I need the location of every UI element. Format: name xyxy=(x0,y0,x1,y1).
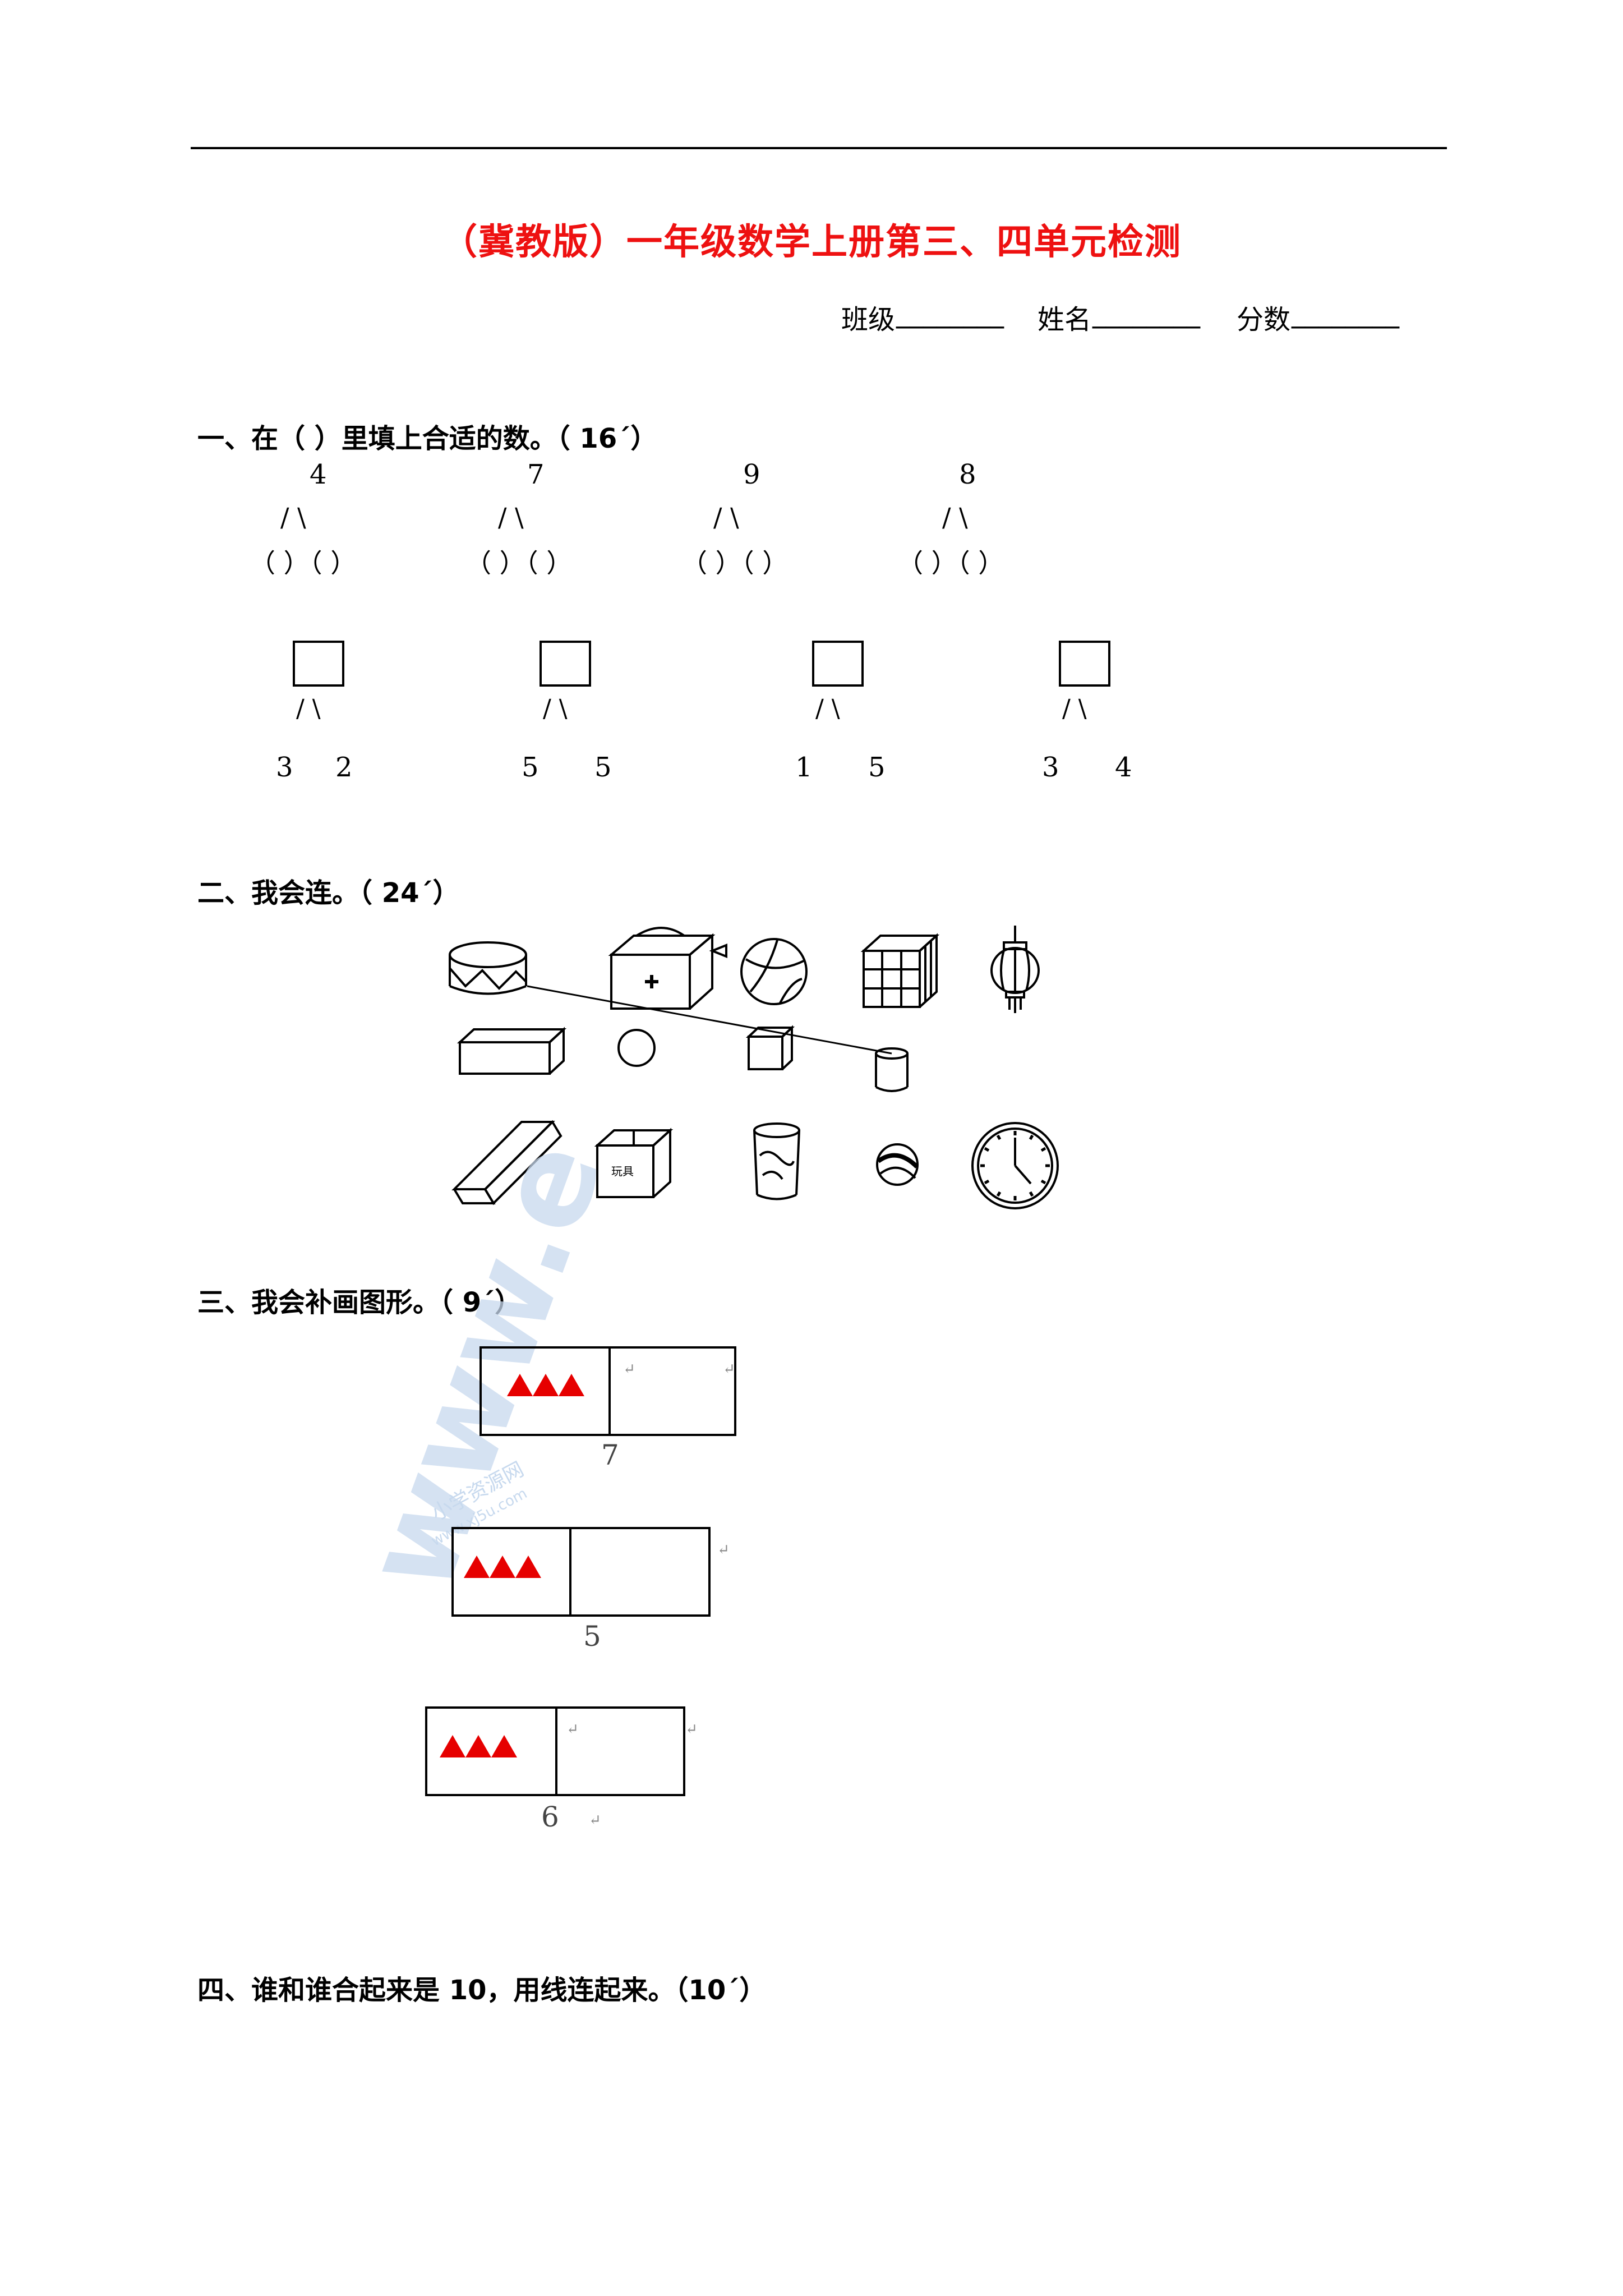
return-mark: ↵ xyxy=(723,1361,735,1378)
matching-picture: 玩具 xyxy=(449,926,1059,1209)
compose-branch-3: / \ xyxy=(815,694,840,723)
section4-heading: 四、谁和谁合起来是 10，用线连起来。（10´） xyxy=(197,1975,767,2006)
compose-answer-box-1[interactable] xyxy=(293,641,344,687)
return-mark: ↵ xyxy=(589,1812,601,1829)
compose-part-4b: 4 xyxy=(1115,752,1132,783)
compose-branch-1: / \ xyxy=(296,694,321,723)
total-label-2: 5 xyxy=(583,1620,601,1653)
draw-box-2[interactable]: ↵ xyxy=(451,1527,730,1617)
decompose-top-4: 8 xyxy=(959,459,976,490)
branch-4: / \ xyxy=(942,502,968,532)
lantern-icon xyxy=(990,926,1040,1013)
compose-answer-box-2[interactable] xyxy=(540,641,591,687)
decompose-top-1: 4 xyxy=(310,459,327,490)
name-label: 姓名 xyxy=(1038,304,1092,335)
draw-box-3[interactable]: ↵ ↵ xyxy=(425,1706,698,1796)
answer-paren-pair-4[interactable]: （ ）（ ） xyxy=(897,548,1004,578)
cylinder-shape-icon xyxy=(875,1047,909,1092)
eraser-icon xyxy=(451,1120,562,1205)
draw-box-1-divider xyxy=(608,1349,611,1434)
triangle-group-3 xyxy=(440,1735,517,1757)
draw-box-3-divider xyxy=(555,1709,557,1794)
return-mark: ↵ xyxy=(717,1542,730,1558)
answer-paren-pair-3[interactable]: （ ）（ ） xyxy=(681,548,789,578)
branch-1: / \ xyxy=(280,502,306,532)
compose-part-4a: 3 xyxy=(1042,752,1059,783)
compose-part-3b: 5 xyxy=(868,752,886,783)
draw-box-1[interactable]: ↵ ↵ xyxy=(479,1346,736,1436)
score-blank: ________ xyxy=(1292,297,1399,329)
sphere-shape-icon xyxy=(617,1029,656,1067)
toy-box-icon xyxy=(594,1128,674,1198)
compose-answer-box-3[interactable] xyxy=(812,641,864,687)
clock-icon xyxy=(971,1122,1059,1209)
branch-3: / \ xyxy=(713,502,739,532)
section1-heading: 一、在（ ）里填上合适的数。（ 16´） xyxy=(197,423,658,454)
return-mark: ↵ xyxy=(566,1721,579,1738)
answer-paren-pair-1[interactable]: （ ）（ ） xyxy=(250,548,357,578)
section2-heading: 二、我会连。（ 24´） xyxy=(197,877,460,909)
draw-box-2-divider xyxy=(569,1529,571,1614)
branch-2: / \ xyxy=(498,502,524,532)
glass-icon xyxy=(753,1122,800,1200)
class-label: 班级 xyxy=(841,304,896,335)
score-label: 分数 xyxy=(1237,304,1291,335)
decompose-top-2: 7 xyxy=(527,459,545,490)
return-mark: ↵ xyxy=(685,1721,698,1738)
return-mark: ↵ xyxy=(623,1361,635,1378)
compose-branch-4: / \ xyxy=(1062,694,1087,723)
toy-box-label: 玩具 xyxy=(611,1165,634,1178)
header-rule xyxy=(191,147,1447,149)
decompose-top-3: 9 xyxy=(743,459,760,490)
drum-icon xyxy=(449,941,527,995)
compose-part-2a: 5 xyxy=(522,752,539,783)
triangle-group-2 xyxy=(464,1556,541,1578)
compose-part-2b: 5 xyxy=(594,752,612,783)
ball-icon xyxy=(876,1143,919,1186)
total-label-3: 6 xyxy=(541,1801,559,1833)
class-blank: ________ xyxy=(896,297,1004,329)
page-title: （冀教版）一年级数学上册第三、四单元检测 xyxy=(441,222,1182,263)
compose-part-1b: 2 xyxy=(335,752,353,783)
first-aid-box-icon xyxy=(608,927,727,1010)
section3-heading: 三、我会补画图形。（ 9´） xyxy=(197,1287,522,1318)
answer-paren-pair-2[interactable]: （ ）（ ） xyxy=(465,548,573,578)
compose-part-1a: 3 xyxy=(276,752,293,783)
rubiks-cube-icon xyxy=(860,933,940,1008)
volleyball-icon xyxy=(740,938,808,1005)
triangle-group-1 xyxy=(507,1374,584,1396)
compose-part-3a: 1 xyxy=(795,752,813,783)
name-blank: ________ xyxy=(1092,297,1200,329)
compose-answer-box-4[interactable] xyxy=(1059,641,1110,687)
cube-shape-icon xyxy=(745,1025,795,1070)
cuboid-shape-icon xyxy=(457,1027,567,1075)
compose-branch-2: / \ xyxy=(543,694,568,723)
total-label-1: 7 xyxy=(601,1439,619,1471)
